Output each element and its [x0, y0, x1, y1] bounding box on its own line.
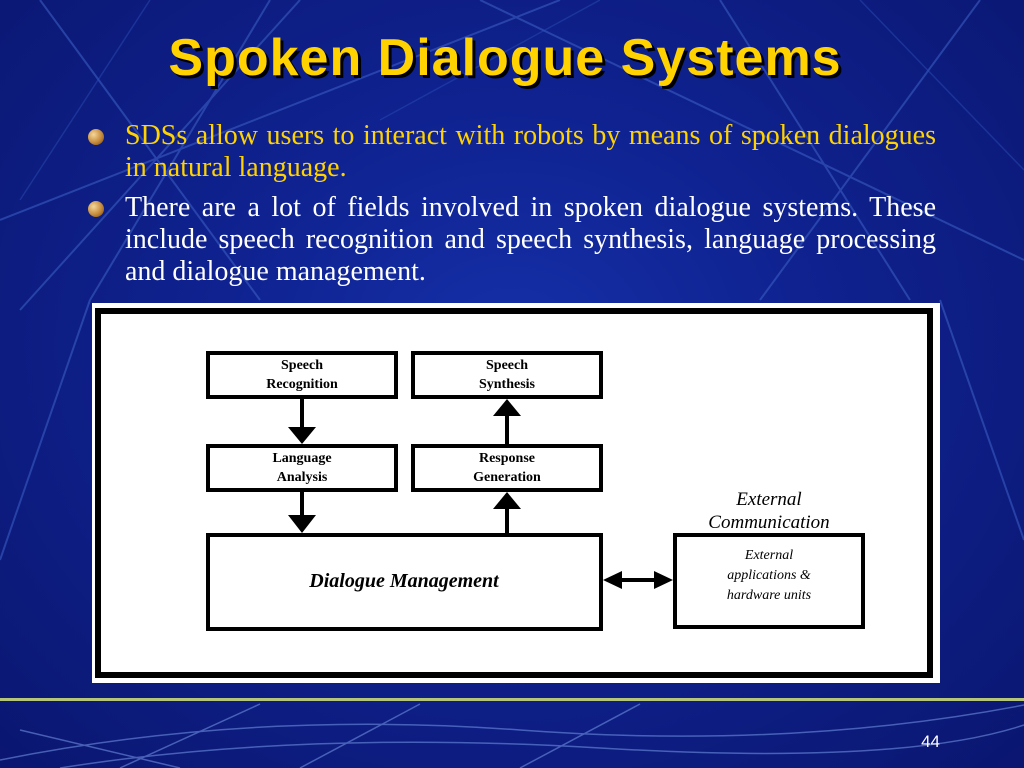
bullet-list: SDSs allow users to interact with robots…: [88, 120, 936, 296]
bottom-decoration: [0, 698, 1024, 768]
bullet-text: SDSs allow users to interact with robots…: [125, 120, 936, 183]
external-apps-label-1: External: [744, 548, 793, 563]
language-analysis-label-1: Language: [272, 451, 331, 466]
bullet-dot-icon: [88, 129, 104, 145]
page-number: 44: [921, 732, 940, 751]
language-analysis-label-2: Analysis: [277, 470, 328, 485]
arrow-analysis-to-management: [288, 492, 316, 533]
arrow-response-to-synthesis: [493, 399, 521, 444]
speech-synthesis-label-2: Synthesis: [479, 377, 536, 392]
diagram-frame: [95, 308, 933, 678]
arrow-recognition-to-analysis: [288, 399, 316, 444]
sds-diagram: Speech Recognition Speech Synthesis Lang…: [92, 303, 940, 683]
sds-diagram-svg: Speech Recognition Speech Synthesis Lang…: [95, 308, 933, 678]
arrow-management-to-response: [493, 492, 521, 533]
external-communication-label-2: Communication: [708, 512, 829, 533]
external-apps-box: [673, 533, 865, 629]
speech-synthesis-label-1: Speech: [486, 358, 528, 373]
bullet-item: There are a lot of fields involved in sp…: [88, 192, 936, 288]
external-apps-label-2: applications &: [727, 568, 811, 583]
speech-synthesis-box: [411, 351, 603, 399]
bullet-dot-icon: [88, 201, 104, 217]
external-communication-label-1: External: [735, 489, 801, 510]
speech-recognition-label-1: Speech: [281, 358, 323, 373]
response-generation-label-1: Response: [479, 451, 535, 466]
bullet-text: There are a lot of fields involved in sp…: [125, 192, 936, 287]
slide-title: Spoken Dialogue Systems: [168, 29, 842, 87]
speech-recognition-box: [206, 351, 398, 399]
bullet-item: SDSs allow users to interact with robots…: [88, 120, 936, 184]
arrow-management-external-bidirectional: [603, 571, 673, 589]
speech-recognition-label-2: Recognition: [266, 377, 338, 392]
response-generation-box: [411, 444, 603, 492]
dialogue-management-box: [206, 533, 603, 631]
response-generation-label-2: Generation: [473, 470, 541, 485]
language-analysis-box: [206, 444, 398, 492]
dialogue-management-label: Dialogue Management: [308, 570, 500, 592]
external-apps-label-3: hardware units: [727, 588, 812, 603]
